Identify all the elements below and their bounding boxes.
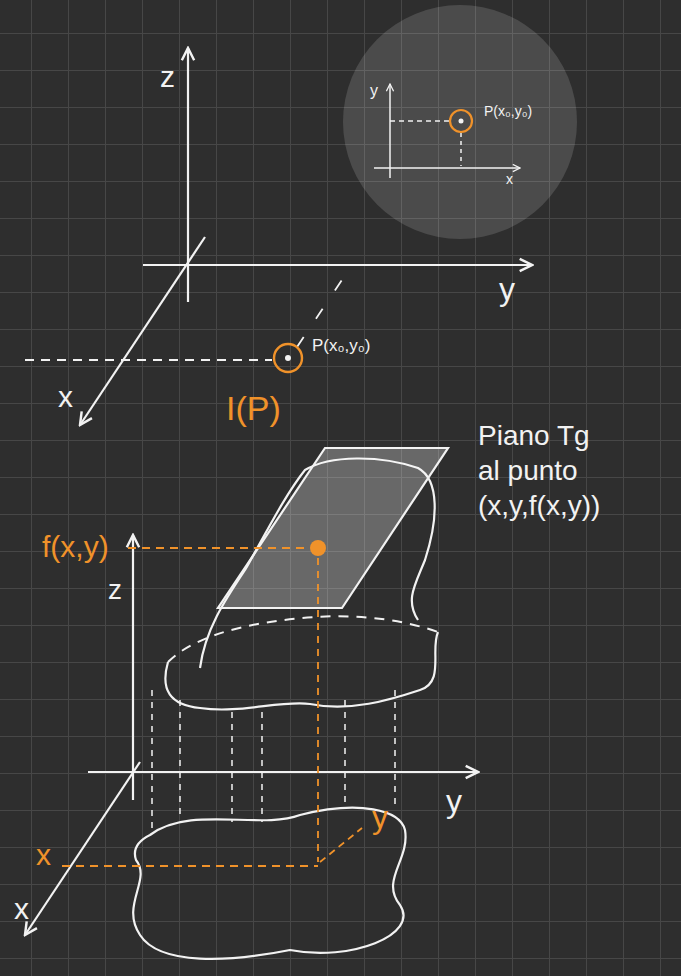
cross-section-hidden — [168, 616, 438, 662]
guide-line — [390, 120, 449, 122]
projection-line — [179, 700, 181, 820]
plane-note: Piano Tg al punto (x,y,f(x,y)) — [478, 418, 618, 523]
x-axis — [80, 237, 205, 425]
set-label: I(P) — [226, 390, 281, 427]
axis-label: y — [446, 784, 462, 819]
y-axis — [143, 264, 532, 266]
axis-label: y — [370, 82, 378, 100]
projection-line — [344, 700, 346, 806]
point-ring — [274, 344, 302, 372]
coordinate-label: x — [36, 838, 51, 871]
guide-line — [317, 558, 319, 862]
function-label: f(x,y) — [42, 530, 109, 563]
point-label: P(x₀,y₀) — [312, 337, 371, 356]
x-axis — [25, 762, 140, 935]
guide-line — [62, 865, 318, 867]
domain-outline — [133, 808, 405, 959]
guide-line — [297, 268, 350, 347]
projection-line — [151, 690, 153, 830]
guide-line — [128, 547, 310, 549]
inset-y-axis — [389, 84, 391, 178]
guide-line — [320, 828, 362, 862]
projection-lines — [152, 690, 395, 830]
point-dot — [459, 119, 464, 124]
axis-label: z — [108, 575, 122, 606]
z-axis — [132, 535, 134, 800]
point-dot — [285, 355, 291, 361]
projection-line — [394, 690, 396, 810]
point-label: P(x₀,y₀) — [484, 104, 532, 119]
coordinate-label: y — [372, 800, 388, 835]
inset-disc — [343, 5, 577, 239]
guide-line — [460, 133, 462, 166]
inset-x-axis — [374, 167, 520, 169]
y-axis — [88, 771, 478, 773]
guide-line — [25, 359, 272, 361]
projection-line — [231, 712, 233, 822]
axis-label: x — [58, 380, 73, 413]
point-dot — [310, 540, 326, 556]
axis-label: z — [160, 60, 175, 93]
axis-label: x — [14, 892, 29, 925]
axis-label: y — [499, 272, 515, 307]
projection-line — [261, 712, 263, 822]
axis-label: x — [506, 172, 513, 187]
tangent-plane — [218, 448, 448, 608]
point-ring — [450, 110, 472, 132]
